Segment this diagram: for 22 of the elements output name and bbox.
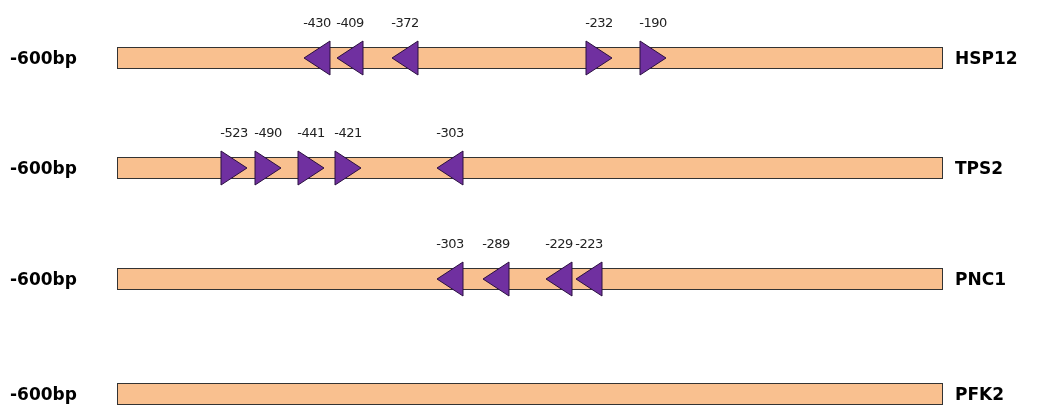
position-label: -232	[585, 15, 613, 30]
position-label: -303	[436, 236, 464, 251]
position-label: -229	[545, 236, 573, 251]
length-label: -600bp	[10, 384, 77, 404]
position-label: -430	[303, 15, 331, 30]
position-label: -409	[336, 15, 364, 30]
position-label: -441	[297, 125, 325, 140]
length-label: -600bp	[10, 158, 77, 178]
position-label: -372	[391, 15, 419, 30]
position-label: -421	[334, 125, 362, 140]
gene-name: PNC1	[955, 269, 1006, 289]
position-label: -303	[436, 125, 464, 140]
gene-name: PFK2	[955, 384, 1005, 404]
gene-name: HSP12	[955, 48, 1018, 68]
position-label: -523	[220, 125, 248, 140]
position-label: -223	[575, 236, 603, 251]
length-label: -600bp	[10, 48, 77, 68]
position-label: -490	[254, 125, 282, 140]
position-label: -190	[639, 15, 667, 30]
gene-name: TPS2	[955, 158, 1004, 178]
position-label: -289	[482, 236, 510, 251]
length-label: -600bp	[10, 269, 77, 289]
